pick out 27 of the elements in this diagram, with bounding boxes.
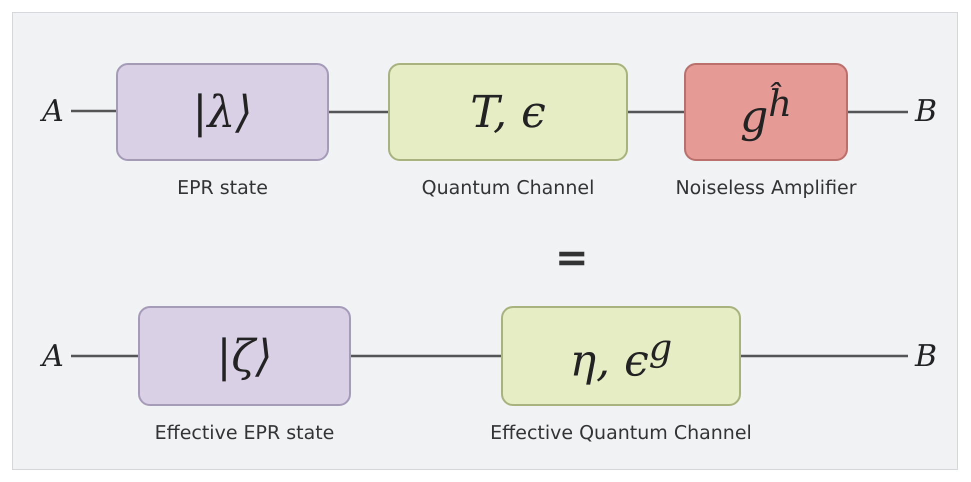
equals-sign: = — [555, 235, 589, 281]
component-box — [501, 306, 741, 406]
component-box — [116, 63, 329, 161]
connector-line — [848, 110, 908, 114]
connector-line — [351, 354, 501, 358]
component-caption: Effective Quantum Channel — [490, 422, 752, 444]
math-symbol: g$^{ĥ}$ — [740, 82, 792, 142]
component-box — [684, 63, 848, 161]
connector-line — [329, 110, 388, 114]
connector-line — [71, 354, 138, 358]
math-symbol: T, ϵ — [470, 86, 546, 138]
endpoint-label: A — [42, 338, 64, 374]
component-box — [138, 306, 351, 406]
connector-line — [741, 354, 908, 358]
component-caption: Noiseless Amplifier — [675, 177, 857, 199]
component-box — [388, 63, 628, 161]
connector-line — [628, 110, 684, 114]
endpoint-label: B — [914, 338, 938, 374]
math-symbol: η, ϵ$^{g}$ — [570, 326, 672, 386]
math-symbol: |ζ⟩ — [216, 330, 272, 382]
connector-line — [71, 110, 116, 112]
component-caption: Quantum Channel — [422, 177, 594, 199]
endpoint-label: B — [914, 94, 938, 128]
component-caption: EPR state — [177, 177, 268, 199]
math-symbol: |λ⟩ — [192, 86, 252, 138]
component-caption: Effective EPR state — [154, 422, 334, 444]
endpoint-label: A — [42, 94, 64, 128]
